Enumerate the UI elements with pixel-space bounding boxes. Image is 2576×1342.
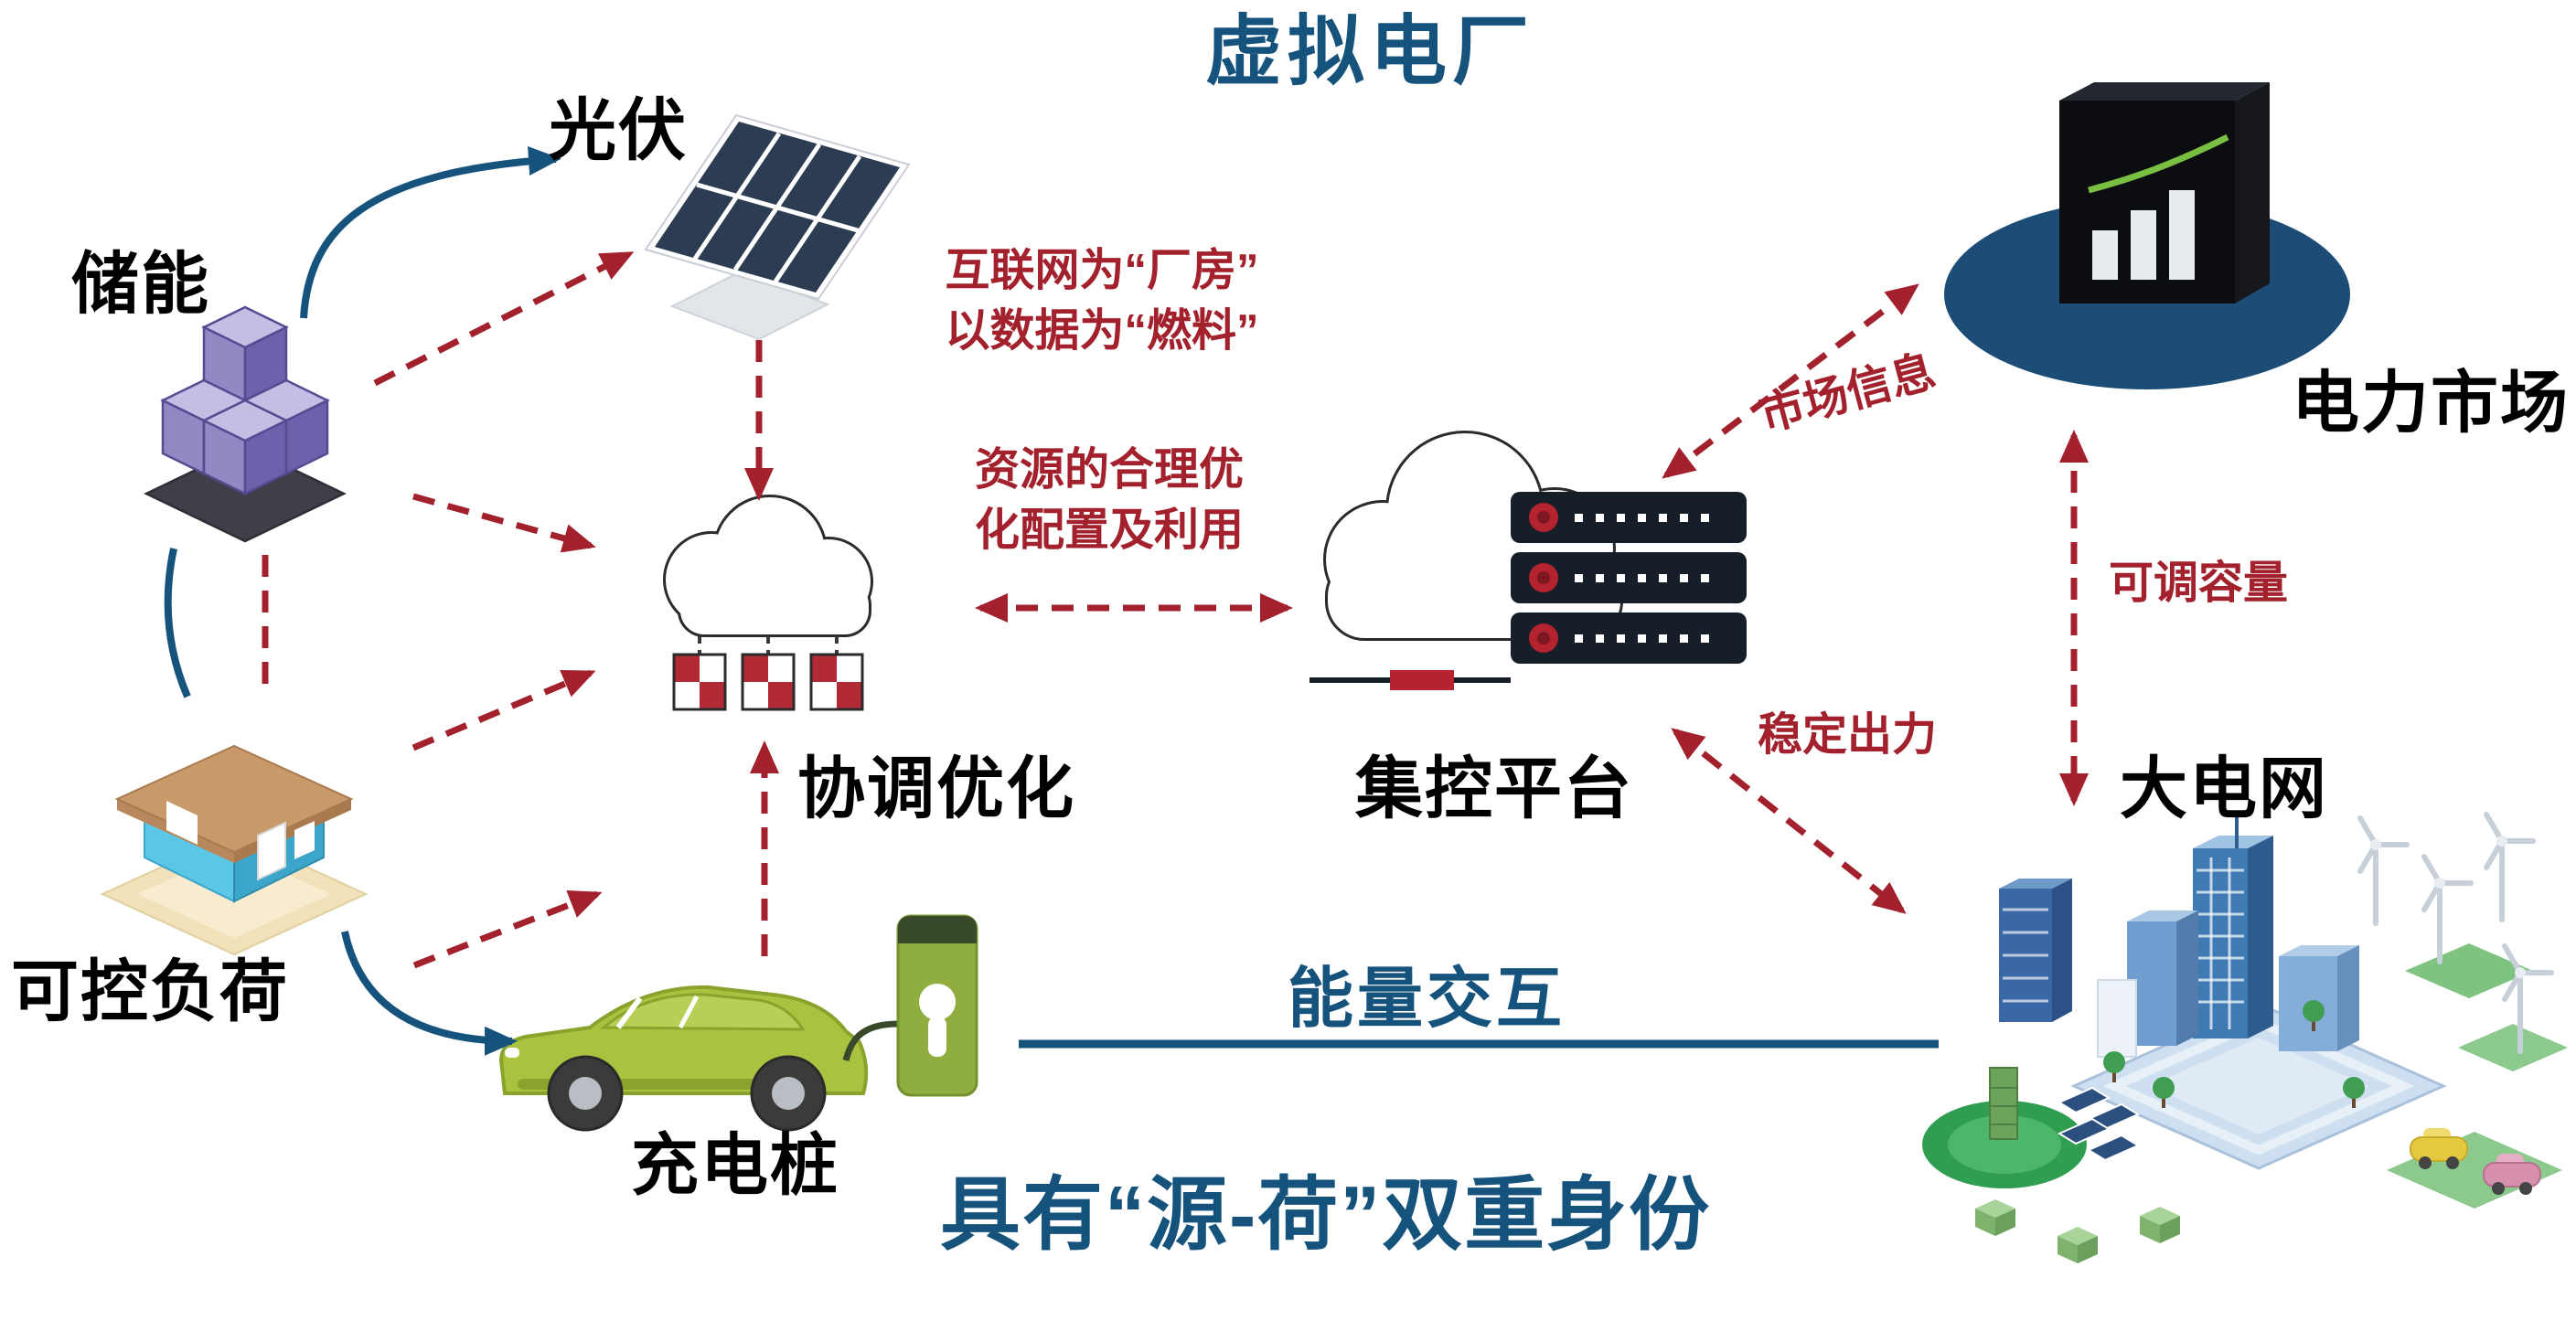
annotation-stable-output: 稳定出力 — [1758, 710, 1938, 760]
house-illustration — [100, 744, 369, 956]
label-coordination: 协调优化 — [797, 751, 1075, 826]
resource-boxes — [672, 653, 864, 711]
ev-car-illustration — [498, 985, 869, 1132]
server-stack — [1511, 492, 1747, 664]
annotation-resource: 资源的合理优 化配置及利用 — [958, 441, 1260, 560]
annotation-internet: 互联网为“厂房” 以数据为“燃料” — [919, 241, 1285, 361]
page-title: 虚拟电厂 — [1205, 8, 1535, 94]
annotation-internet-line2: 以数据为“燃料” — [945, 305, 1259, 356]
label-platform: 集控平台 — [1355, 751, 1633, 826]
arrow-platform-market — [1662, 283, 1919, 479]
label-grid: 大电网 — [2120, 751, 2328, 826]
annotation-internet-line1: 互联网为“厂房” — [945, 246, 1259, 295]
annotation-resource-line1: 资源的合理优 — [974, 445, 1244, 495]
annotation-slogan: 具有“源-荷”双重身份 — [940, 1169, 1712, 1260]
storage-to-pv-arc — [300, 146, 561, 319]
arrow-load-to-cloud-lower — [412, 889, 603, 969]
label-market: 电力市场 — [2292, 365, 2570, 441]
storage-illustration — [144, 305, 347, 543]
storage-to-load-arc — [164, 548, 191, 698]
coordination-cloud-illustration — [663, 495, 873, 711]
label-charger: 充电桩 — [631, 1127, 839, 1203]
arrow-platform-grid — [1671, 728, 1907, 914]
green-cubes — [1975, 1199, 2180, 1263]
load-to-car-arc — [341, 931, 518, 1056]
label-pv: 光伏 — [549, 92, 688, 168]
label-load: 可控负荷 — [11, 953, 289, 1029]
control-platform-illustration — [1309, 431, 1747, 690]
arrow-load-to-cloud-upper — [412, 669, 596, 751]
small-cars — [2410, 1128, 2541, 1195]
annotation-resource-line2: 化配置及利用 — [974, 505, 1244, 555]
solar-panel-illustration — [644, 113, 911, 341]
label-storage: 储能 — [71, 246, 210, 322]
arrow-storage-to-pv — [373, 250, 635, 387]
arrow-storage-to-cloud — [412, 493, 596, 553]
charging-station-illustration — [842, 914, 978, 1097]
market-illustration — [1944, 82, 2350, 389]
annotation-capacity: 可调容量 — [2109, 559, 2289, 608]
grid-city-illustration — [1922, 812, 2568, 1263]
blue-connectors — [164, 146, 1939, 1056]
solar-farm — [2057, 1086, 2141, 1162]
trees — [2103, 1000, 2365, 1108]
annotation-energy-exchange: 能量交互 — [1288, 963, 1566, 1036]
wind-turbines — [2357, 812, 2554, 1054]
red-dashed-arrows — [262, 250, 2089, 969]
